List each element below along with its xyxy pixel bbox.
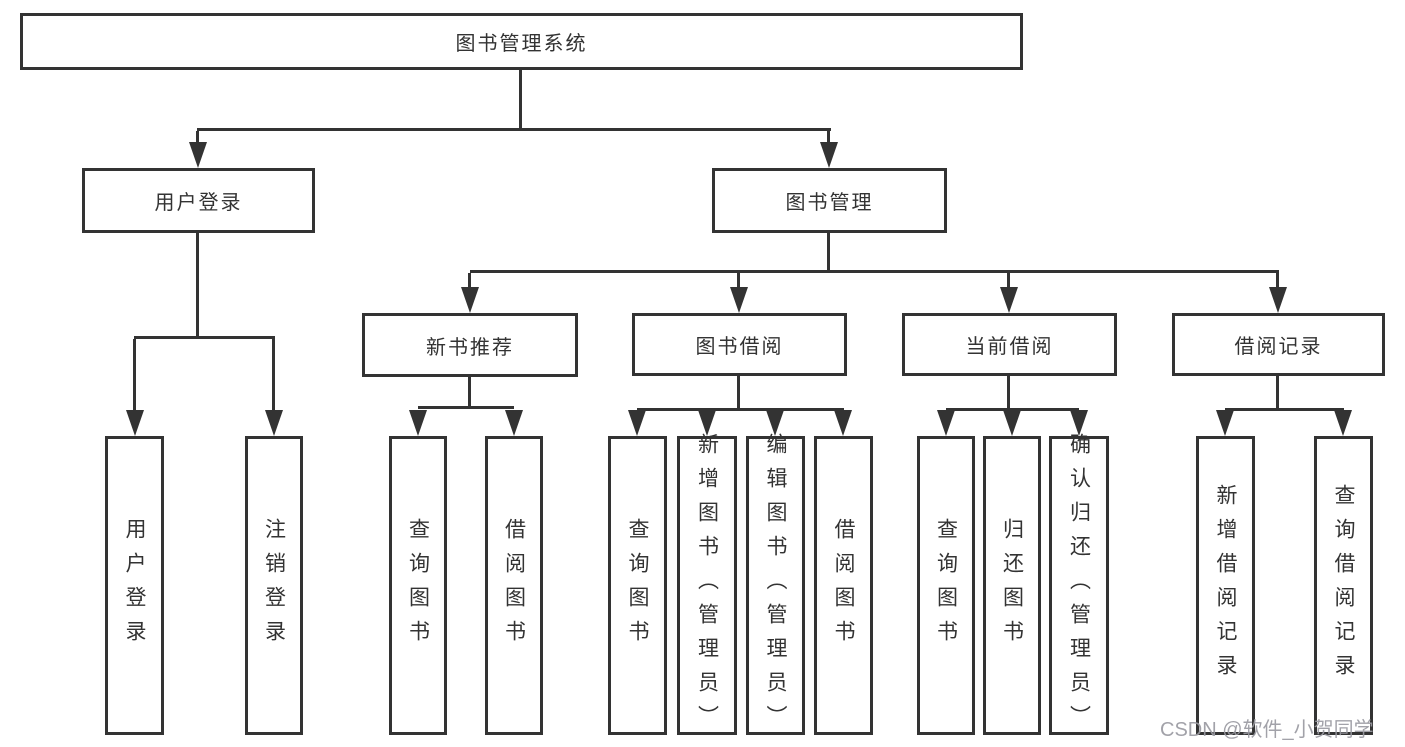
node-current-borrow: 当前借阅 — [902, 313, 1117, 376]
node-label: 图书管理系统 — [455, 33, 588, 55]
arrow-down-icon — [461, 287, 479, 313]
arrow-down-icon — [505, 410, 523, 436]
node-label: 借阅记录 — [1234, 336, 1323, 358]
arrow-down-icon — [189, 142, 207, 168]
connector-line — [134, 336, 275, 339]
connector-line — [470, 270, 1279, 273]
connector-line — [196, 131, 199, 145]
leaf-borrow-books: 借阅图书 — [485, 436, 543, 735]
node-user-login: 用户登录 — [82, 168, 315, 233]
connector-line — [827, 233, 830, 270]
connector-line — [737, 273, 740, 289]
leaf-label: 新增借阅记录 — [1214, 483, 1237, 688]
arrow-down-icon — [409, 410, 427, 436]
leaf-add-borrow-record: 新增借阅记录 — [1196, 436, 1255, 735]
leaf-query-books: 查询图书 — [608, 436, 667, 735]
leaf-label: 查询图书 — [934, 517, 958, 654]
leaf-query-books: 查询图书 — [917, 436, 975, 735]
connector-line — [1007, 273, 1010, 289]
arrow-down-icon — [1269, 287, 1287, 313]
leaf-label: 归还图书 — [1000, 517, 1024, 654]
connector-line — [468, 376, 471, 406]
arrow-down-icon — [766, 410, 784, 436]
arrow-down-icon — [820, 142, 838, 168]
leaf-confirm-return-admin: 确认归还（管理员） — [1049, 433, 1109, 739]
leaf-label: 编辑图书（管理员） — [764, 432, 787, 739]
leaf-label: 查询图书 — [406, 517, 430, 654]
leaf-label: 借阅图书 — [832, 517, 855, 654]
arrow-down-icon — [937, 410, 955, 436]
connector-line — [1225, 408, 1344, 411]
connector-line — [197, 128, 831, 131]
node-new-book-recommend: 新书推荐 — [362, 313, 578, 377]
node-label: 图书借阅 — [695, 336, 784, 358]
leaf-return-books: 归还图书 — [983, 436, 1041, 735]
arrow-down-icon — [628, 410, 646, 436]
connector-line — [133, 339, 136, 414]
arrow-down-icon — [1334, 410, 1352, 436]
node-label: 新书推荐 — [426, 336, 514, 359]
connector-line — [737, 376, 740, 408]
arrow-down-icon — [730, 287, 748, 313]
connector-line — [946, 408, 1079, 411]
connector-line — [196, 233, 199, 336]
node-label: 图书管理 — [785, 192, 874, 214]
connector-line — [1276, 273, 1279, 289]
connector-line — [827, 131, 830, 145]
leaf-query-borrow-record: 查询借阅记录 — [1314, 436, 1373, 735]
watermark: CSDN @软件_小贺同学 — [1160, 719, 1374, 741]
arrow-down-icon — [834, 410, 852, 436]
leaf-label: 用户登录 — [123, 517, 146, 654]
leaf-label: 确认归还（管理员） — [1067, 432, 1091, 739]
leaf-label: 查询借阅记录 — [1332, 483, 1355, 688]
arrow-down-icon — [1070, 410, 1088, 436]
connector-line — [1276, 376, 1279, 408]
node-book-borrow: 图书借阅 — [632, 313, 847, 376]
connector-line — [637, 408, 844, 411]
connector-line — [272, 339, 275, 414]
node-borrow-records: 借阅记录 — [1172, 313, 1385, 376]
leaf-borrow-books: 借阅图书 — [814, 436, 873, 735]
leaf-logout: 注销登录 — [245, 436, 303, 735]
connector-line — [418, 406, 514, 409]
node-book-management: 图书管理 — [712, 168, 947, 233]
connector-line — [519, 69, 522, 128]
arrow-down-icon — [1003, 410, 1021, 436]
leaf-label: 借阅图书 — [502, 517, 526, 654]
leaf-user-login: 用户登录 — [105, 436, 164, 735]
leaf-query-books: 查询图书 — [389, 436, 447, 735]
node-label: 当前借阅 — [965, 336, 1054, 358]
leaf-edit-book-admin: 编辑图书（管理员） — [746, 433, 805, 739]
arrow-down-icon — [1000, 287, 1018, 313]
arrow-down-icon — [126, 410, 144, 436]
connector-line — [1007, 376, 1010, 408]
leaf-label: 查询图书 — [626, 517, 649, 654]
node-label: 用户登录 — [154, 192, 243, 214]
node-library-management-system: 图书管理系统 — [20, 13, 1023, 70]
arrow-down-icon — [698, 410, 716, 436]
arrow-down-icon — [265, 410, 283, 436]
connector-line — [468, 273, 471, 289]
leaf-label: 新增图书（管理员） — [695, 432, 719, 739]
leaf-add-book-admin: 新增图书（管理员） — [677, 433, 737, 739]
arrow-down-icon — [1216, 410, 1234, 436]
leaf-label: 注销登录 — [262, 517, 286, 654]
